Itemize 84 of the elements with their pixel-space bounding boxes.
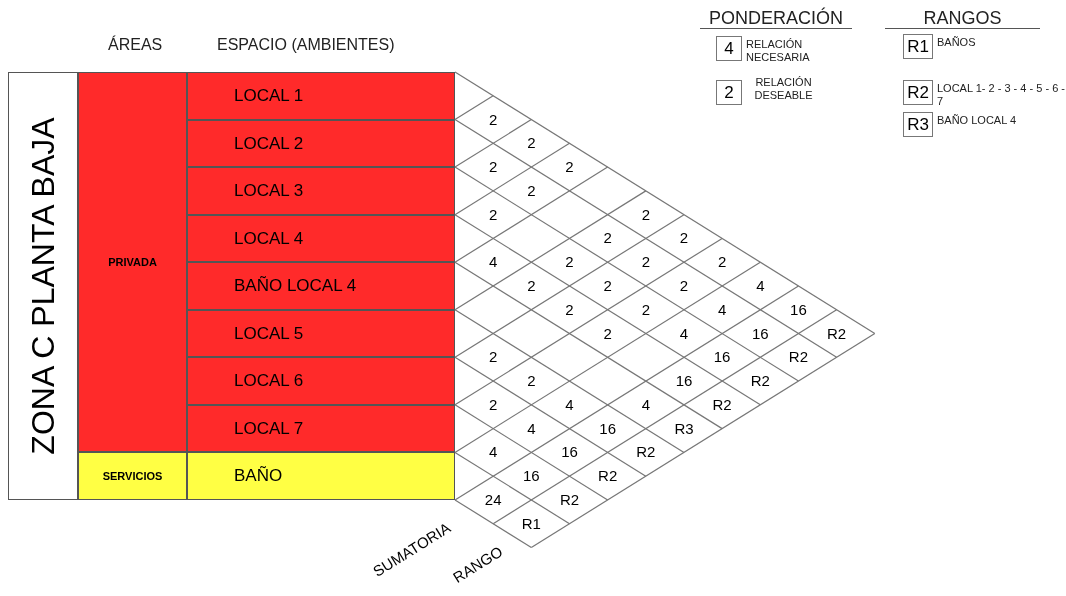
space-name: LOCAL 7 bbox=[234, 417, 304, 440]
space-cell bbox=[187, 309, 455, 358]
space-name: LOCAL 1 bbox=[234, 85, 304, 107]
matrix-value: 4 bbox=[641, 394, 650, 415]
area-name: SERVICIOS bbox=[102, 468, 163, 484]
matrix-value: 2 bbox=[641, 299, 650, 320]
space-cell bbox=[187, 262, 455, 310]
matrix-value: 2 bbox=[679, 228, 689, 249]
space-cell bbox=[187, 404, 455, 453]
column-header: ESPACIO (AMBIENTES) bbox=[217, 35, 395, 55]
matrix-value: 4 bbox=[489, 251, 498, 272]
matrix-value: 2 bbox=[527, 370, 536, 391]
matrix-value: 2 bbox=[679, 275, 689, 296]
matrix-value: 2 bbox=[603, 275, 612, 296]
legend-heading: PONDERACIÓN bbox=[700, 8, 852, 29]
matrix-value: 16 bbox=[751, 323, 769, 344]
matrix-value: 4 bbox=[489, 442, 498, 463]
key-box: R2 bbox=[903, 80, 933, 105]
space-name: LOCAL 3 bbox=[234, 180, 304, 203]
key-description: LOCAL 1- 2 - 3 - 4 - 5 - 6 - 7 bbox=[937, 82, 1066, 108]
key-box: 4 bbox=[716, 36, 742, 61]
matrix-value: 4 bbox=[717, 299, 727, 320]
matrix-value: 2 bbox=[489, 109, 498, 130]
matrix-value: 16 bbox=[713, 347, 731, 368]
key-description: RELACIÓN DESEABLE bbox=[753, 76, 814, 102]
matrix-value: 24 bbox=[484, 489, 502, 510]
matrix-value: R2 bbox=[827, 323, 847, 344]
matrix-value: 4 bbox=[679, 323, 689, 344]
matrix-value: 2 bbox=[717, 251, 727, 272]
key-description: BAÑOS bbox=[937, 36, 977, 49]
zone-title: ZONA C PLANTA BAJA bbox=[24, 117, 62, 455]
matrix-value: 4 bbox=[527, 418, 536, 439]
matrix-value: 2 bbox=[527, 133, 536, 154]
area-name: PRIVADA bbox=[108, 254, 157, 270]
matrix-value: 2 bbox=[603, 323, 612, 344]
area-cell bbox=[78, 452, 187, 500]
space-cell bbox=[187, 119, 455, 168]
matrix-value: 2 bbox=[565, 251, 574, 272]
zone-band bbox=[8, 72, 78, 500]
matrix-value: 2 bbox=[565, 299, 574, 320]
key-description: BAÑO LOCAL 4 bbox=[937, 114, 1018, 127]
matrix-value: 4 bbox=[756, 275, 765, 296]
matrix-value: R2 bbox=[788, 347, 809, 368]
space-name: LOCAL 6 bbox=[234, 370, 304, 393]
column-header: ÁREAS bbox=[108, 34, 163, 55]
matrix-value: 2 bbox=[489, 156, 498, 177]
matrix-value: 2 bbox=[565, 156, 574, 177]
space-cell bbox=[187, 357, 455, 405]
key-box: R1 bbox=[903, 34, 933, 59]
legend-heading: RANGOS bbox=[885, 8, 1040, 29]
space-name: BAÑO LOCAL 4 bbox=[234, 275, 357, 298]
matrix-value: 16 bbox=[599, 418, 616, 439]
matrix-value: 2 bbox=[603, 228, 612, 249]
matrix-value: 2 bbox=[527, 180, 536, 201]
space-cell bbox=[187, 167, 455, 215]
matrix-value: 2 bbox=[641, 204, 650, 225]
space-cell bbox=[187, 214, 455, 263]
matrix-value: 16 bbox=[561, 442, 578, 463]
space-name: LOCAL 4 bbox=[234, 227, 304, 250]
matrix-value: R2 bbox=[598, 465, 618, 486]
matrix-value: R2 bbox=[636, 442, 656, 463]
matrix-value: 2 bbox=[489, 347, 498, 368]
space-name: LOCAL 5 bbox=[234, 322, 304, 345]
key-box: 2 bbox=[716, 80, 742, 105]
matrix-value: R2 bbox=[712, 394, 732, 415]
matrix-value: 16 bbox=[790, 299, 807, 320]
space-name: LOCAL 2 bbox=[234, 132, 304, 155]
matrix-value: R1 bbox=[521, 513, 541, 534]
matrix-value: R3 bbox=[674, 418, 694, 439]
matrix-value: R2 bbox=[750, 370, 770, 391]
space-name: BAÑO bbox=[234, 465, 283, 488]
matrix-value: 2 bbox=[489, 394, 498, 415]
matrix-value: 16 bbox=[522, 465, 540, 486]
matrix-value: 2 bbox=[527, 275, 536, 296]
matrix-value: 4 bbox=[565, 394, 574, 415]
space-cell bbox=[187, 72, 455, 120]
matrix-value: R2 bbox=[559, 489, 580, 510]
matrix-value: 2 bbox=[489, 204, 498, 225]
matrix-value: 16 bbox=[675, 370, 693, 391]
matrix-value: 2 bbox=[641, 251, 650, 272]
key-box: R3 bbox=[903, 112, 933, 137]
key-description: RELACIÓN NECESARIA bbox=[746, 38, 811, 64]
space-cell bbox=[187, 452, 455, 500]
area-cell bbox=[78, 72, 187, 453]
